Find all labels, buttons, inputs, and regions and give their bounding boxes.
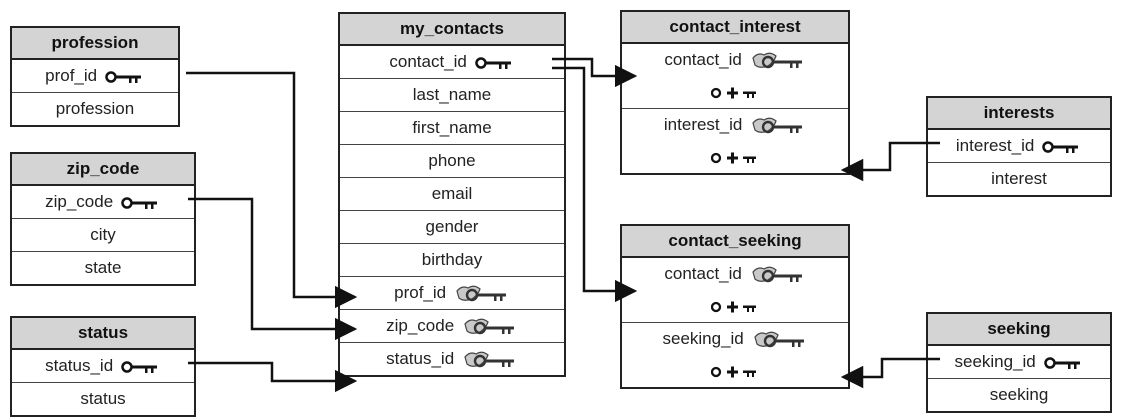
field-label: interest_id [955,136,1035,155]
composite-key-row [622,355,848,387]
key-icon [1043,356,1080,369]
field-label: zip_code [386,316,455,335]
pk-field-row: interest_id [928,130,1110,163]
table-title: contact_seeking [622,226,848,258]
field-row: gender [340,211,564,244]
field-label: seeking_id [954,352,1036,371]
field-row: state [84,258,122,277]
field-row: seeking [989,385,1049,404]
table-title: status [12,318,194,350]
fk-field-row: contact_id [622,44,848,76]
table-contact-interest: contact_interest contact_id interest_id [620,10,850,175]
foreign-key-icon [751,266,802,282]
field-row: status [80,389,126,408]
table-my-contacts: my_contacts contact_id last_name first_n… [338,12,566,377]
table-zip-code: zip_code zip_code city state [10,152,196,286]
field-row: phone [340,145,564,178]
field-label: prof_id [45,66,98,85]
composite-key-icon [711,301,756,313]
fk-field-row: status_id [340,343,564,375]
key-icon [1042,140,1079,153]
field-label: seeking_id [662,329,744,348]
table-title: profession [12,28,178,60]
key-icon [121,360,157,373]
foreign-key-icon [751,52,802,68]
table-title: seeking [928,314,1110,346]
field-row: email [340,178,564,211]
composite-key-row [622,290,848,322]
fk-field-group: contact_id [622,44,848,109]
table-title: contact_interest [622,12,848,44]
connector-prof-id [186,71,358,309]
field-row: first_name [340,112,564,145]
fk-field-group: interest_id [622,109,848,173]
field-label: status_id [386,349,455,368]
key-icon [121,196,157,209]
field-row: birthday [340,244,564,277]
connector-status-id [188,361,358,393]
field-row: interest [991,169,1047,188]
foreign-key-icon [753,331,804,347]
field-label: contact_id [664,50,742,69]
field-row: profession [55,99,135,118]
composite-key-icon [711,87,756,99]
foreign-key-icon [456,285,506,301]
composite-key-icon [711,152,756,164]
composite-key-row [622,76,848,108]
table-profession: profession prof_id profession [10,26,180,127]
pk-field-row: prof_id [12,60,178,93]
table-seeking: seeking seeking_id seeking [926,312,1112,413]
pk-field-row: zip_code [12,186,194,219]
pk-field-row: status_id [12,350,194,383]
table-title: zip_code [12,154,194,186]
field-label: contact_id [389,52,467,71]
fk-field-row: prof_id [340,277,564,310]
field-row: city [12,219,194,252]
pk-field-row: seeking_id [928,346,1110,379]
pk-field-row: contact_id [340,46,564,79]
connector-zip-code [188,197,358,341]
key-icon [105,70,141,83]
field-label: interest_id [663,115,743,134]
table-interests: interests interest_id interest [926,96,1112,197]
table-status: status status_id status [10,316,196,417]
foreign-key-icon [464,351,514,367]
composite-key-row [622,141,848,173]
fk-field-row: interest_id [622,109,848,141]
field-label: status_id [45,356,114,375]
foreign-key-icon [464,318,514,334]
table-title: interests [928,98,1110,130]
field-label: zip_code [45,192,114,211]
field-label: contact_id [664,264,742,283]
fk-field-row: zip_code [340,310,564,343]
fk-field-row: seeking_id [622,323,848,355]
key-icon [474,56,511,69]
table-title: my_contacts [340,14,564,46]
foreign-key-icon [752,117,803,133]
fk-field-group: contact_id [622,258,848,323]
field-label: prof_id [394,283,447,302]
composite-key-icon [711,366,756,378]
table-contact-seeking: contact_seeking contact_id seeking_id [620,224,850,389]
field-row: last_name [340,79,564,112]
fk-field-row: contact_id [622,258,848,290]
fk-field-group: seeking_id [622,323,848,387]
